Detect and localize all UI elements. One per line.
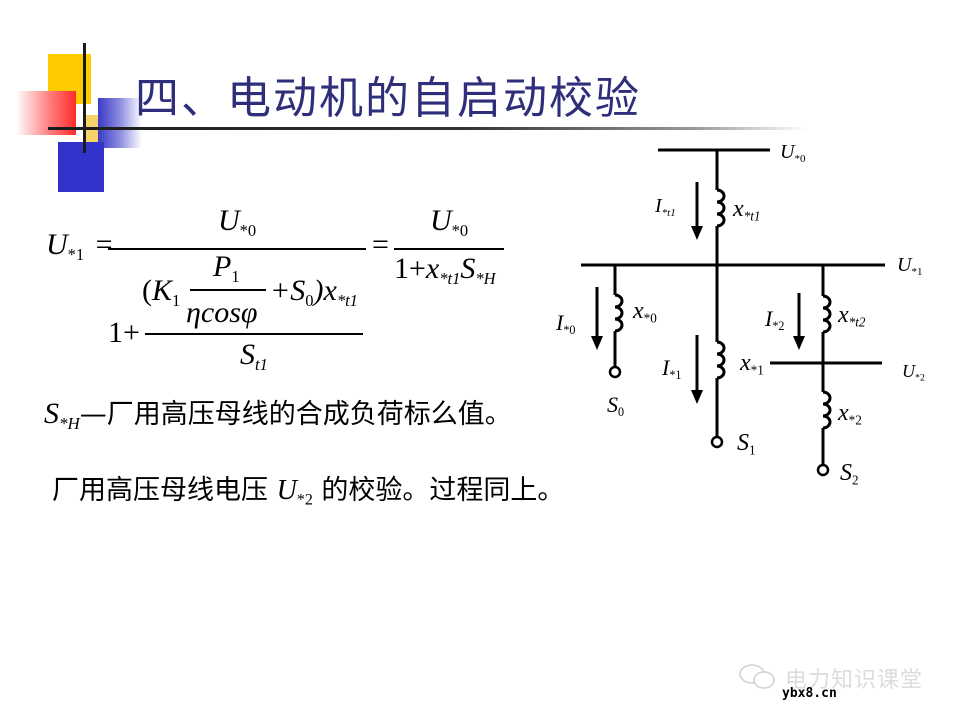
check-line: 厂用高压母线电压 U*2 的校验。过程同上。: [52, 475, 565, 509]
label-u1: U*1: [897, 254, 923, 278]
arrow-down-icon: [691, 226, 703, 240]
arrow-down-icon: [691, 390, 703, 404]
frac2-bar: [394, 248, 504, 250]
label-s2: S2: [840, 460, 859, 488]
inner-plus-s0: +S0)x*t1: [270, 274, 358, 310]
inductor-x1-icon: [716, 340, 726, 380]
label-s0: S0: [607, 392, 625, 420]
label-it1: I*t1: [655, 195, 676, 219]
watermark-site: ybx8.cn: [782, 686, 837, 701]
terminal-s1-icon: [710, 435, 724, 449]
label-x2: x*2: [838, 400, 862, 428]
arrow-down-icon: [591, 336, 603, 350]
label-u2: U*2: [902, 361, 925, 384]
label-i2: I*2: [765, 306, 785, 334]
inner-fraction-numerator: P1: [213, 250, 240, 286]
watermark-brand: 电力知识课堂: [785, 668, 924, 693]
wechat-icon: [738, 662, 778, 692]
formula: U*1 = U*0 (K1 P1 ηcosφ +S0)x*t1 1+ St1 =…: [0, 0, 540, 390]
label-s1: S1: [737, 430, 756, 458]
label-i1: I*1: [662, 355, 682, 383]
arrow-down-icon: [793, 336, 805, 350]
inductor-xt2-icon: [822, 294, 832, 334]
frac2-denominator: 1+x*t1S*H: [394, 252, 496, 288]
frac1-one-plus: 1+: [108, 316, 140, 349]
label-u0: U*0: [780, 141, 806, 165]
inductor-x0-icon: [614, 293, 624, 333]
definition-line: S*H—厂用高压母线的合成负荷标么值。: [44, 397, 512, 433]
decor-blue-gradient: [98, 98, 142, 148]
label-i0: I*0: [556, 310, 576, 338]
label-x0: x*0: [633, 298, 657, 326]
label-xt1: x*t1: [733, 196, 761, 224]
inner-fraction-denominator: ηcosφ: [186, 296, 258, 329]
decor-vertical-line: [83, 43, 86, 153]
terminal-s2-icon: [816, 463, 830, 477]
inductor-xt1-icon: [716, 188, 726, 228]
frac1-den-bottom: St1: [240, 338, 268, 374]
frac1-inner-expression: (K1: [142, 274, 181, 310]
label-x1: x*1: [740, 350, 764, 378]
formula-eq2: =: [372, 228, 389, 261]
frac2-numerator: U*0: [430, 204, 469, 240]
decor-blue-square: [58, 142, 104, 192]
terminal-s0-icon: [608, 365, 622, 379]
formula-lhs: U*1 =: [46, 228, 113, 264]
title-underline: [48, 127, 808, 130]
inner-fraction-bar: [190, 289, 266, 291]
label-xt2: x*t2: [838, 302, 866, 330]
decor-yellow-strip: [86, 115, 98, 147]
inductor-x2-icon: [822, 390, 832, 430]
slide-title: 四、电动机的自启动校验: [135, 73, 641, 124]
frac1-den-bar: [145, 333, 363, 335]
frac1-numerator: U*0: [218, 204, 257, 240]
frac1-bar: [108, 248, 366, 250]
